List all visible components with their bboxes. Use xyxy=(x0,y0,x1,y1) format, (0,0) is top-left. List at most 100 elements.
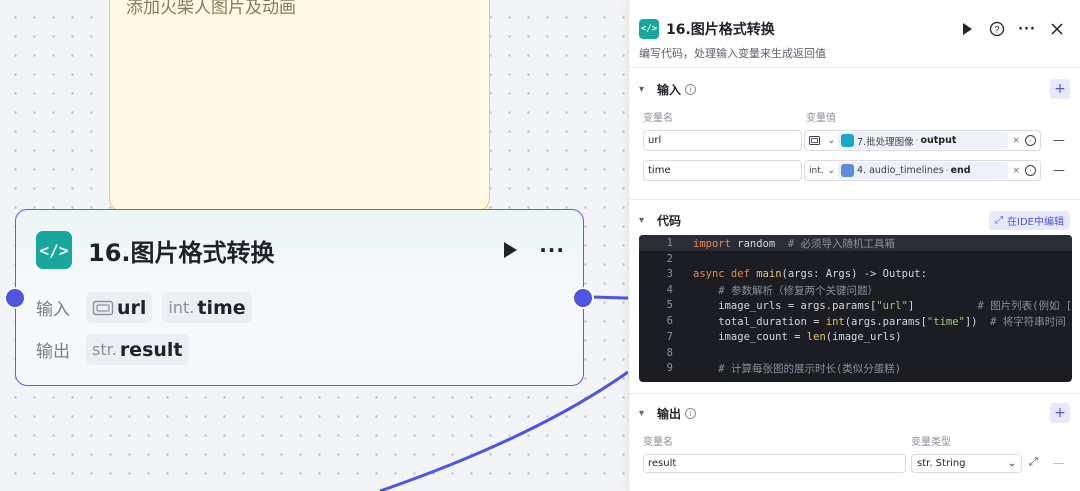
reference-source: 4. audio_timelines xyxy=(857,165,944,176)
close-button[interactable] xyxy=(1046,18,1068,40)
separator-dot: · xyxy=(915,135,919,146)
separator-dot: · xyxy=(945,165,949,176)
add-input-button[interactable]: + xyxy=(1050,79,1070,99)
input-value-field[interactable]: ⌄ 7.批处理图像 · output × · xyxy=(804,130,1041,151)
column-label-value: 变量值 xyxy=(806,113,836,124)
info-icon[interactable]: i xyxy=(685,83,697,95)
run-button[interactable] xyxy=(956,18,978,40)
line-number: 6 xyxy=(666,315,673,327)
type-select[interactable]: ⌄ xyxy=(805,136,838,146)
outputs-label: 输出 xyxy=(36,342,70,362)
reference-output: output xyxy=(920,135,957,146)
input-name-field[interactable]: time xyxy=(643,160,802,181)
image-icon xyxy=(809,136,820,145)
more-options-button[interactable]: ··· xyxy=(1018,21,1036,37)
code-section-title: 代码 xyxy=(657,213,682,228)
chevron-down-icon: ▾ xyxy=(639,83,645,95)
layers-icon xyxy=(841,134,854,147)
remove-input-button[interactable]: — xyxy=(1053,133,1065,147)
line-number: 4 xyxy=(666,284,673,296)
expand-icon[interactable]: ⤢ xyxy=(1029,455,1038,468)
code-node[interactable]: </> 16.图片格式转换 ··· 输入 url int. time 输出 st… xyxy=(15,209,584,386)
reference-output: end xyxy=(950,165,971,176)
clear-icon[interactable]: × xyxy=(1012,135,1020,146)
output-type-label: str. String xyxy=(917,458,966,469)
ide-button-label: 在IDE中编辑 xyxy=(1007,216,1064,228)
code-icon: </> xyxy=(639,19,659,39)
chevron-down-icon: ⌄ xyxy=(827,135,835,146)
input-name-field[interactable]: url xyxy=(643,130,802,151)
line-number: 7 xyxy=(666,331,673,343)
expand-icon: ⤢ xyxy=(995,214,1004,226)
output-section-title: 输出 xyxy=(657,406,682,421)
input-chip-time[interactable]: int. time xyxy=(162,292,252,323)
run-button[interactable] xyxy=(499,238,521,262)
output-section-header[interactable]: ▾ 输出 i + xyxy=(639,402,1070,424)
input-name: time xyxy=(197,296,246,319)
input-chip-url[interactable]: url xyxy=(86,292,153,323)
svg-text:?: ? xyxy=(994,25,999,35)
code-line: 2 xyxy=(639,251,1072,267)
info-icon[interactable]: i xyxy=(685,407,697,419)
line-number: 2 xyxy=(666,253,673,265)
line-number: 1 xyxy=(666,237,673,249)
output-chip-result[interactable]: str. result xyxy=(86,334,189,365)
note-text: 添加火柴人图片及动画 xyxy=(126,0,296,18)
help-button[interactable]: ? xyxy=(986,18,1008,40)
node-header: </> 16.图片格式转换 ··· xyxy=(36,230,565,270)
node-inputs-row: 输入 url int. time xyxy=(36,292,262,323)
output-port[interactable] xyxy=(572,287,594,309)
remove-output-button[interactable]: — xyxy=(1053,456,1065,470)
divider xyxy=(629,199,1080,200)
remove-input-button[interactable]: — xyxy=(1053,163,1065,177)
question-icon: ? xyxy=(989,21,1005,37)
add-output-button[interactable]: + xyxy=(1050,403,1070,423)
code-line: 4 # 参数解析（修复两个关键问题） xyxy=(639,282,1072,298)
input-port[interactable] xyxy=(4,287,26,309)
node-settings-panel: </> 16.图片格式转换 ? ··· 编写代码，处理输入变量来生成返回值 ▾ … xyxy=(628,0,1080,491)
chevron-down-icon: ▾ xyxy=(639,407,645,419)
input-section-header[interactable]: ▾ 输入 i + xyxy=(639,78,1070,100)
divider xyxy=(629,67,1080,68)
code-icon: </> xyxy=(36,231,72,269)
chevron-down-icon: ▾ xyxy=(639,214,645,226)
column-label-name: 变量名 xyxy=(643,113,673,124)
reference-chip[interactable]: 7.批处理图像 · output xyxy=(838,132,1009,149)
close-icon xyxy=(1051,23,1063,35)
edit-in-ide-button[interactable]: ⤢ 在IDE中编辑 xyxy=(989,210,1070,230)
output-type-select[interactable]: str. String ⌄ xyxy=(911,454,1022,473)
node-title: 16.图片格式转换 xyxy=(88,238,275,267)
edge-lower xyxy=(379,370,629,491)
more-options-button[interactable]: ··· xyxy=(539,238,565,262)
input-value-field[interactable]: int. ⌄ 4. audio_timelines · end × · xyxy=(804,160,1041,181)
input-name: url xyxy=(117,296,147,319)
panel-description: 编写代码，处理输入变量来生成返回值 xyxy=(639,47,826,60)
play-icon xyxy=(504,242,518,258)
code-line: 9 # 计算每张图的展示时长(类似分蛋糕) xyxy=(639,360,1072,376)
clear-icon[interactable]: × xyxy=(1012,165,1020,176)
code-line: 8 xyxy=(639,345,1072,361)
code-section-header[interactable]: ▾ 代码 ⤢ 在IDE中编辑 xyxy=(639,209,1070,231)
code-line: 6 total_duration = int(args.params["time… xyxy=(639,313,1072,329)
panel-header: </> 16.图片格式转换 ? ··· xyxy=(639,16,1068,42)
type-label: int. xyxy=(809,165,824,176)
chevron-down-icon: ⌄ xyxy=(827,165,835,176)
settings-icon[interactable]: · xyxy=(1025,135,1036,146)
settings-icon[interactable]: · xyxy=(1025,165,1036,176)
output-name-field[interactable]: result xyxy=(643,454,906,473)
code-line: 1 import random # 必须导入随机工具箱 xyxy=(639,235,1072,251)
column-label-name: 变量名 xyxy=(643,437,673,448)
line-number: 9 xyxy=(666,362,673,374)
type-select[interactable]: int. ⌄ xyxy=(805,166,838,176)
input-section-title: 输入 xyxy=(657,82,682,97)
chevron-down-icon: ⌄ xyxy=(1007,458,1016,469)
reference-source: 7.批处理图像 xyxy=(857,136,914,148)
code-editor[interactable]: 1 import random # 必须导入随机工具箱 2 3 async de… xyxy=(639,235,1072,382)
reference-chip[interactable]: 4. audio_timelines · end xyxy=(838,162,1009,179)
image-icon xyxy=(92,300,114,315)
divider xyxy=(629,393,1080,394)
input-type: int. xyxy=(168,298,195,317)
column-label-type: 变量类型 xyxy=(911,437,951,448)
inputs-label: 输入 xyxy=(36,300,70,320)
comment-note[interactable]: 添加火柴人图片及动画 xyxy=(109,0,490,212)
